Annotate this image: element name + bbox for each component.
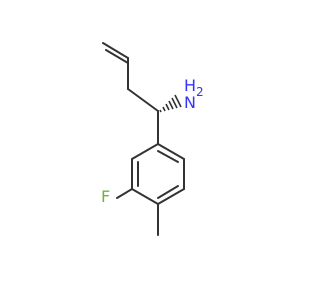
molecule-canvas: N H 2 F: [101, 42, 204, 236]
stereo-hashed-wedge: [159, 94, 182, 113]
bonds: [102, 42, 185, 236]
bond-ring-1: [157, 143, 185, 160]
bond-vinyl-double-outer: [102, 42, 129, 59]
nitrogen-symbol: N: [184, 93, 196, 112]
fluorine-symbol: F: [101, 187, 110, 206]
amine-hydrogen-count: 2: [196, 85, 204, 99]
bond-vinyl-double-inner: [105, 49, 129, 64]
bond-ring-4: [131, 188, 159, 205]
bond-ring-inner-b: [157, 185, 179, 199]
bond-ring-6: [131, 143, 159, 160]
bond-ring-3: [157, 188, 185, 205]
structure-drawing: N H 2 F: [101, 42, 204, 236]
bond-allyl-to-stereocenter: [127, 88, 159, 112]
amine-group-label: N H 2: [184, 76, 204, 112]
amine-hydrogen-symbol: H: [184, 76, 196, 95]
bond-fluorine: [116, 188, 133, 199]
bond-ring-inner-a: [157, 150, 179, 163]
